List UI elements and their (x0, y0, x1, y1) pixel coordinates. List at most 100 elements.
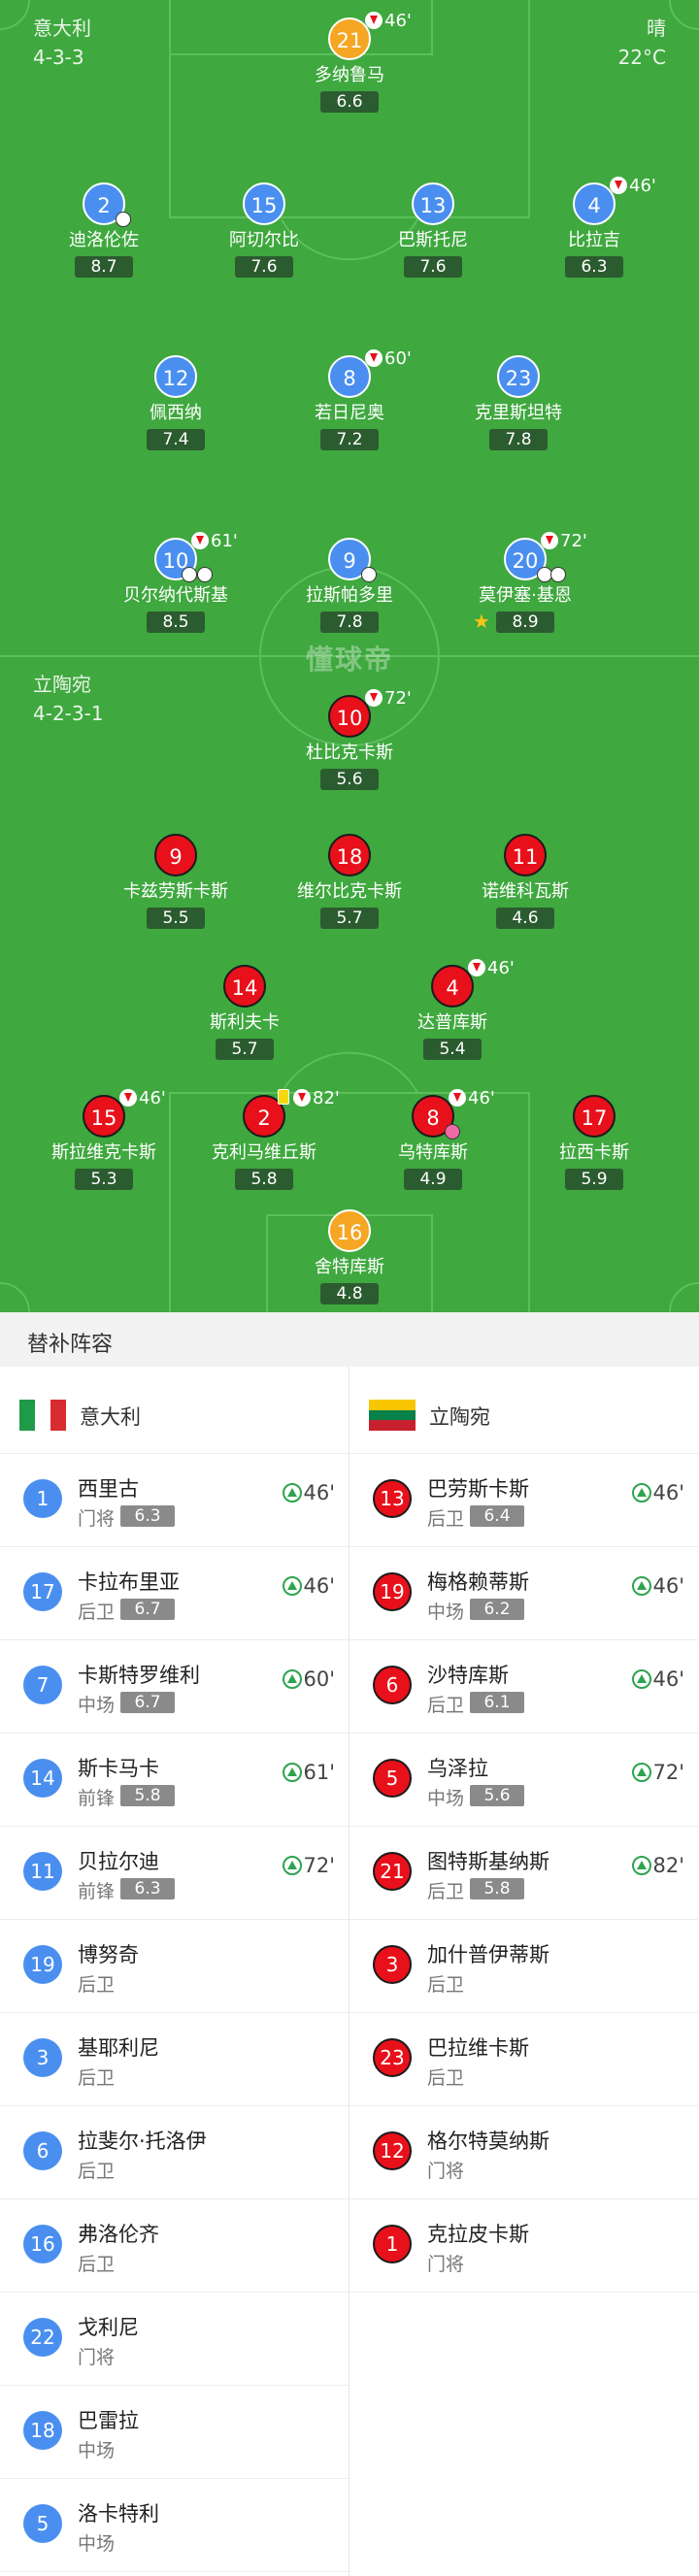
home-player-number: 4 (573, 182, 616, 225)
sub-out-time: 46' (629, 176, 656, 196)
away-player-name: 乌特库斯 (398, 1142, 468, 1163)
sub-out-icon (365, 12, 383, 29)
sub-out-time: 72' (384, 688, 412, 709)
sub-in-arrow-icon (631, 1856, 651, 1875)
sub-number: 7 (23, 1666, 62, 1704)
away-player-number: 18 (328, 834, 371, 876)
sub-out-icon (293, 1089, 311, 1106)
home-subs-team-header: 意大利 (0, 1367, 349, 1454)
home-player-rating: 7.2 (320, 429, 379, 450)
away-subs-team-header: 立陶宛 (350, 1367, 698, 1454)
away-player-rating: 5.3 (75, 1169, 133, 1190)
assist-icon (197, 567, 213, 582)
away-player-name: 拉西卡斯 (559, 1142, 629, 1163)
sub-number: 6 (23, 2131, 62, 2170)
sub-rating: 6.2 (470, 1599, 524, 1620)
away-player-number: 4 (431, 965, 474, 1007)
away-player-name: 克利马维丘斯 (212, 1142, 316, 1163)
away-player-number: 9 (154, 834, 197, 876)
sub-number: 23 (373, 2038, 412, 2077)
sub-number: 13 (373, 1479, 412, 1518)
home-player-rating: 7.6 (404, 256, 462, 278)
away-team-label: 立陶宛 (33, 673, 91, 696)
away-player-rating: 5.6 (320, 769, 379, 790)
sub-name: 卡斯特罗维利 (78, 1664, 200, 1687)
sub-out-icon (610, 177, 627, 194)
sub-in-time: 61' (303, 1761, 336, 1784)
sub-out-time: 72' (560, 531, 587, 551)
sub-number: 5 (23, 2504, 62, 2543)
sub-in-time: 60' (303, 1668, 336, 1691)
sub-rating: 5.8 (120, 1785, 175, 1806)
sub-in-time: 72' (652, 1761, 685, 1784)
sub-position: 后卫 (427, 1695, 465, 1716)
sub-out-icon (191, 532, 209, 549)
sub-position: 门将 (427, 2254, 465, 2275)
sub-name: 贝拉尔迪 (78, 1850, 159, 1873)
away-player-number: 15 (83, 1095, 125, 1138)
sub-in-indicator: 46' (282, 1481, 335, 1504)
away-player-rating: 4.8 (320, 1283, 379, 1305)
sub-in-arrow-icon (631, 1669, 651, 1689)
sub-out-time: 46' (139, 1088, 166, 1108)
sub-name: 西里古 (78, 1477, 139, 1501)
sub-number: 5 (373, 1759, 412, 1798)
sub-in-time: 46' (652, 1668, 685, 1691)
goal-ball-icon (361, 567, 377, 582)
sub-in-indicator: 61' (282, 1761, 336, 1784)
sub-name: 乌泽拉 (427, 1757, 488, 1780)
home-player-name: 莫伊塞·基恩 (479, 585, 572, 606)
sub-in-time: 82' (652, 1854, 685, 1877)
home-formation: 4-3-3 (33, 46, 84, 69)
sub-in-time: 46' (652, 1574, 685, 1598)
sub-position: 前锋 (78, 1881, 116, 1902)
sub-number: 6 (373, 1666, 412, 1704)
away-subs-team-name: 立陶宛 (429, 1405, 490, 1429)
watermark: 懂球帝 (305, 644, 393, 676)
sub-in-arrow-icon (631, 1763, 651, 1782)
